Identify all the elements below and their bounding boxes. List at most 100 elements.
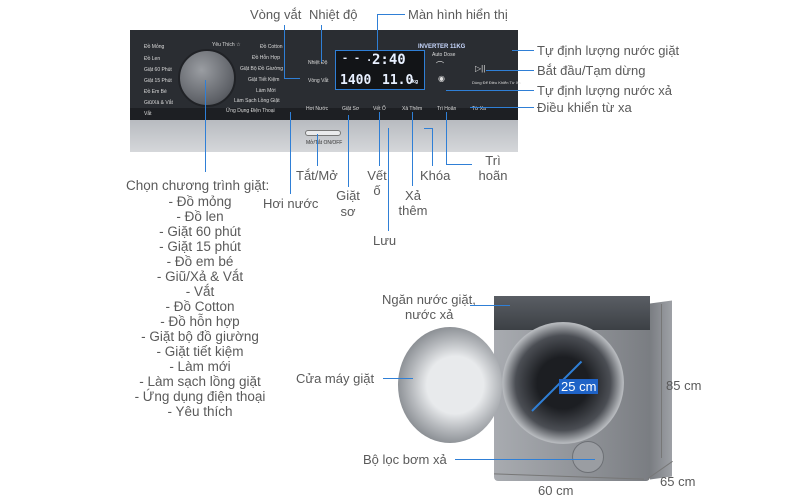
spin-button[interactable]: Vòng Vắt xyxy=(308,78,329,84)
program-item: - Làm sạch lồng giặt xyxy=(139,374,261,389)
leader-delay xyxy=(446,112,447,164)
prewash-button[interactable]: Giặt Sơ xyxy=(342,106,360,112)
panel-button-strip xyxy=(130,108,518,120)
program-item: - Đồ Cotton xyxy=(165,299,235,314)
label-remote: Điều khiển từ xa xyxy=(537,100,632,115)
program-right-4: Làm Mới xyxy=(256,88,276,94)
program-item: - Đồ hỗn hợp xyxy=(160,314,240,329)
program-left-0: Đồ Mỏng xyxy=(144,44,165,50)
leader-stain xyxy=(379,112,380,166)
leader-save xyxy=(388,128,389,231)
delay-button[interactable]: Trì Hoãn xyxy=(437,106,457,112)
program-left-3: Giặt 15 Phút xyxy=(144,78,172,84)
leader-program-dial xyxy=(205,80,206,172)
leader-on-off xyxy=(317,134,318,166)
leader-prewash xyxy=(348,115,349,187)
leader-display-h xyxy=(377,14,405,15)
program-left-6: Vắt xyxy=(144,111,152,117)
display-time: 2:40 xyxy=(372,52,406,68)
program-item: - Làm mới xyxy=(169,359,231,374)
label-prewash-2: sơ xyxy=(340,204,356,219)
program-right-6: Ứng Dụng Điện Thoại xyxy=(226,108,275,114)
program-item: - Giũ/Xả & Vắt xyxy=(156,269,244,284)
leader-start-pause xyxy=(486,70,534,71)
leader-lock xyxy=(432,128,433,166)
label-lock: Khóa xyxy=(420,168,451,183)
program-favorite: Yêu Thích ☆ xyxy=(212,42,241,48)
leader-extra-rinse xyxy=(412,112,413,186)
program-left-5: Giũ/Xả & Vắt xyxy=(144,100,173,106)
label-extra-rinse-1: Xả xyxy=(405,188,421,203)
label-prewash-1: Giặt xyxy=(336,188,360,203)
height-label: 85 cm xyxy=(666,378,702,393)
label-on-off: Tắt/Mở xyxy=(296,168,338,183)
program-item: - Đồ em bé xyxy=(166,254,234,269)
leader-lock-h xyxy=(424,128,432,129)
auto-softener-button[interactable]: ◉ xyxy=(438,74,445,83)
height-arrow xyxy=(661,304,662,458)
program-item: - Giặt 60 phút xyxy=(159,224,241,239)
panel-silver-area xyxy=(130,120,518,152)
stain-button[interactable]: Vết Ố xyxy=(373,106,386,112)
program-right-1: Đồ Hỗn Hợp xyxy=(252,55,281,61)
power-button-label: Mở/Tắt ON/OFF xyxy=(306,140,343,146)
program-left-2: Giặt 60 Phút xyxy=(144,67,172,73)
label-stain-2: ố xyxy=(373,183,381,198)
extra-rinse-button[interactable]: Xả Thêm xyxy=(402,106,423,112)
display-kg: 11.0 xyxy=(382,73,414,88)
label-steam: Hơi nước xyxy=(263,196,319,211)
label-save: Lưu xyxy=(373,233,397,248)
inverter-badge: INVERTER 11KG xyxy=(418,44,466,50)
program-item: - Ứng dụng điện thoại xyxy=(134,389,266,404)
program-item: - Đồ len xyxy=(176,209,224,224)
label-delay-2: hoãn xyxy=(478,168,508,183)
program-dial[interactable] xyxy=(178,49,236,107)
auto-dose-label: Auto Dose xyxy=(432,52,456,58)
auto-detergent-button[interactable]: ⌒ xyxy=(436,61,444,70)
program-right-3: Giặt Tiết Kiệm xyxy=(248,77,280,83)
label-pump-filter: Bộ lọc bơm xả xyxy=(363,452,447,467)
leader-delay-h xyxy=(446,164,472,165)
program-right-5: Làm Sạch Lồng Giặt xyxy=(234,98,280,104)
program-item: - Yêu thích xyxy=(167,404,233,419)
leader-remote xyxy=(470,107,534,108)
label-door: Cửa máy giặt xyxy=(296,371,375,386)
label-spin: Vòng vắt xyxy=(250,7,302,22)
program-item: - Đồ mỏng xyxy=(168,194,232,209)
program-list: - Đồ mỏng - Đồ len - Giặt 60 phút - Giặt… xyxy=(120,194,280,419)
display-dash: - - . xyxy=(342,53,373,64)
leader-auto-detergent xyxy=(512,50,534,51)
program-left-1: Đồ Len xyxy=(144,56,161,62)
program-right-0: Đồ Cotton xyxy=(260,44,283,50)
leader-spin-h xyxy=(284,78,300,79)
label-delay-1: Trì xyxy=(485,153,501,168)
leader-spin xyxy=(284,25,285,78)
label-display: Màn hình hiển thị xyxy=(408,7,508,22)
program-item: - Giặt 15 phút xyxy=(159,239,241,254)
display-rpm: 1400 xyxy=(340,73,372,88)
label-start-pause: Bắt đầu/Tạm dừng xyxy=(537,63,646,78)
power-button[interactable] xyxy=(305,130,341,136)
depth-label: 65 cm xyxy=(660,474,696,489)
program-list-heading: Chọn chương trình giặt: xyxy=(126,178,270,193)
lcd-display: - - . 2:40 1400 11.0 kg xyxy=(335,50,425,90)
washer-door xyxy=(398,327,502,443)
start-pause-button[interactable]: ▷|| xyxy=(475,64,486,73)
leader-steam xyxy=(290,112,291,194)
door-diameter-label: 25 cm xyxy=(559,379,599,394)
label-detergent-drawer-1: Ngăn nước giặt, xyxy=(382,292,476,307)
leader-display xyxy=(377,14,378,50)
control-panel-image: Yêu Thích ☆ Đồ Mỏng Đồ Len Giặt 60 Phút … xyxy=(130,30,521,152)
leader-detergent-drawer xyxy=(470,305,510,306)
remote-hint-text: Dùng Để Điều Khiển Từ Xa xyxy=(472,80,521,85)
leader-auto-softener xyxy=(446,90,534,91)
width-label: 60 cm xyxy=(538,483,574,498)
program-item: - Giặt bộ đồ giường xyxy=(141,329,259,344)
temperature-button[interactable]: Nhiệt Độ xyxy=(308,60,328,66)
pump-filter-cover xyxy=(572,441,604,473)
label-auto-detergent: Tự định lượng nước giặt xyxy=(537,43,680,58)
remote-button[interactable]: Từ Xa xyxy=(472,106,486,112)
leader-temperature xyxy=(321,25,322,62)
program-item: - Giặt tiết kiệm xyxy=(156,344,244,359)
steam-button[interactable]: Hơi Nước xyxy=(306,106,329,112)
